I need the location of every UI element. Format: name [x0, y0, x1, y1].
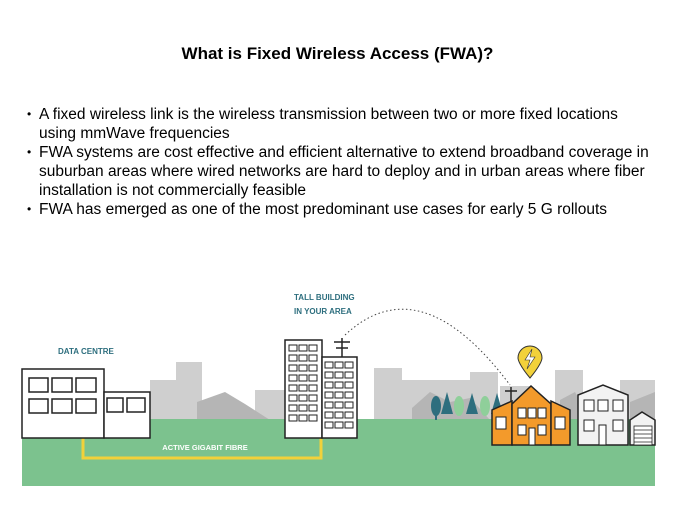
- window: [334, 391, 344, 399]
- window: [298, 364, 308, 372]
- window: [344, 381, 354, 389]
- window: [344, 411, 354, 419]
- white-house: [577, 384, 656, 446]
- window: [308, 374, 318, 382]
- window: [344, 391, 354, 399]
- fibre-line: [81, 438, 323, 460]
- bullet-icon: •: [27, 145, 32, 159]
- window: [334, 361, 344, 369]
- window: [308, 414, 318, 422]
- window: [288, 404, 298, 412]
- window: [288, 364, 298, 372]
- orange-house: [491, 384, 571, 446]
- data-centre-label: DATA CENTRE: [58, 347, 115, 356]
- window: [298, 414, 308, 422]
- window: [288, 384, 298, 392]
- bullet-icon: •: [27, 202, 32, 216]
- window: [298, 384, 308, 392]
- window: [324, 401, 334, 409]
- window: [308, 354, 318, 362]
- window: [288, 414, 298, 422]
- window: [298, 374, 308, 382]
- window: [324, 411, 334, 419]
- window: [288, 394, 298, 402]
- window: [334, 401, 344, 409]
- window: [288, 344, 298, 352]
- window: [298, 394, 308, 402]
- tall-building-label-line2: IN YOUR AREA: [294, 307, 352, 316]
- window: [324, 371, 334, 379]
- bullet-item: • A fixed wireless link is the wireless t…: [27, 105, 657, 143]
- window: [308, 344, 318, 352]
- wireless-link-arc: [344, 308, 511, 386]
- window: [334, 381, 344, 389]
- window: [308, 404, 318, 412]
- bullet-list: • A fixed wireless link is the wireless t…: [27, 105, 657, 219]
- bullet-item: • FWA systems are cost effective and effi…: [27, 143, 657, 200]
- fwa-illustration: ACTIVE GIGABIT FIBRE DATA CENTRE TALL BU…: [21, 293, 656, 486]
- tall-building-label-line1: TALL BUILDING: [294, 293, 355, 302]
- bullet-item: • FWA has emerged as one of the most pred…: [27, 200, 657, 219]
- window: [344, 401, 354, 409]
- window: [334, 411, 344, 419]
- slide-title: What is Fixed Wireless Access (FWA)?: [181, 44, 494, 63]
- window: [308, 394, 318, 402]
- tall-building-windows: [288, 344, 354, 429]
- bullet-text: FWA has emerged as one of the most predo…: [39, 201, 608, 218]
- window: [308, 384, 318, 392]
- window: [288, 374, 298, 382]
- window: [288, 354, 298, 362]
- window: [298, 354, 308, 362]
- window: [324, 391, 334, 399]
- window: [344, 421, 354, 429]
- bullet-icon: •: [27, 107, 32, 121]
- window: [324, 361, 334, 369]
- window: [324, 421, 334, 429]
- location-pin-icon: [517, 345, 543, 379]
- window: [344, 371, 354, 379]
- window: [334, 421, 344, 429]
- window: [298, 404, 308, 412]
- data-centre-building: [21, 368, 151, 439]
- bullet-text: FWA systems are cost effective and effic…: [39, 144, 649, 199]
- window: [324, 381, 334, 389]
- window: [308, 364, 318, 372]
- window: [344, 361, 354, 369]
- fibre-label: ACTIVE GIGABIT FIBRE: [162, 443, 247, 452]
- window: [298, 344, 308, 352]
- window: [334, 371, 344, 379]
- bullet-text: A fixed wireless link is the wireless tr…: [39, 106, 618, 142]
